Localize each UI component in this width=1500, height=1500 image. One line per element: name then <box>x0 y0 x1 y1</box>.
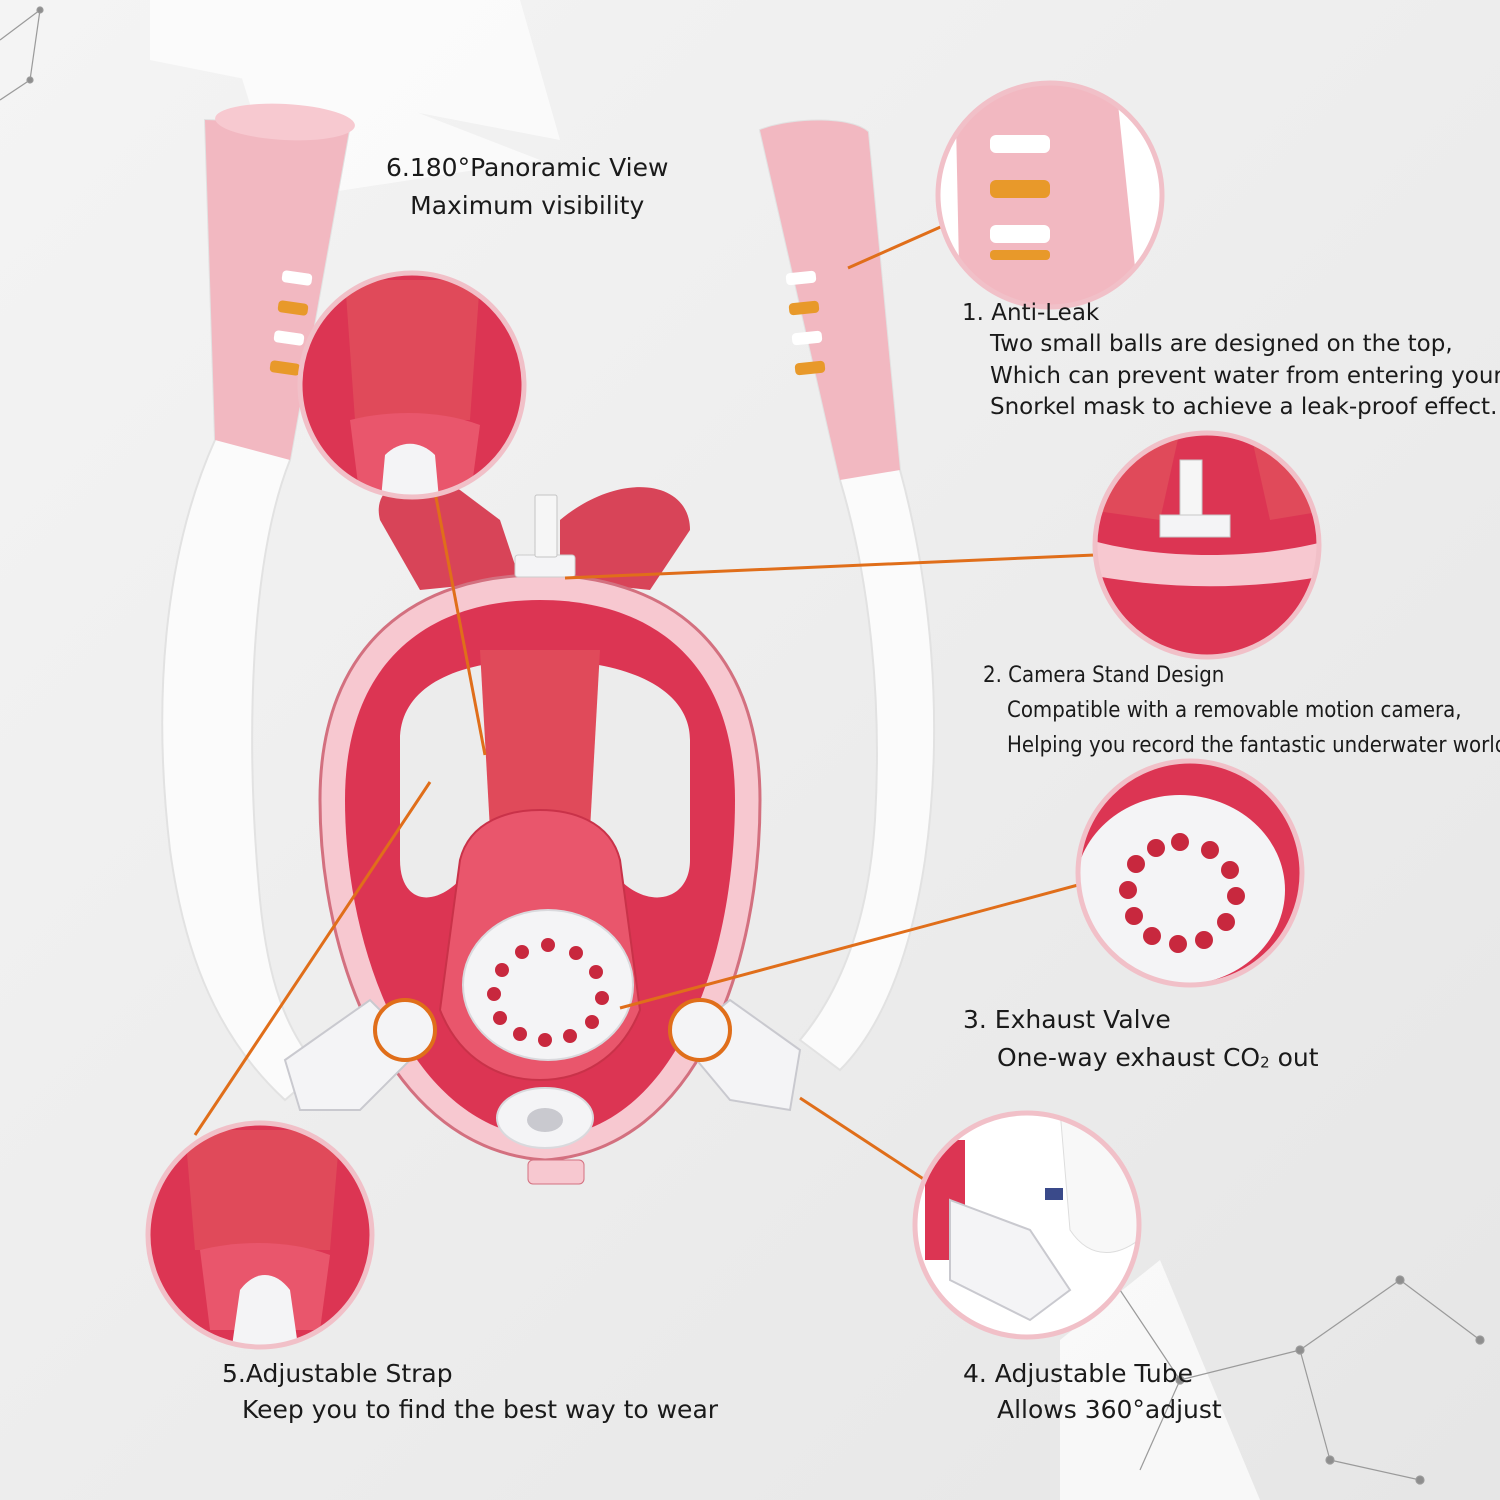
adjustable-strap-desc: Keep you to find the best way to wear <box>242 1395 719 1424</box>
left-tube-joint <box>283 998 437 1111</box>
camera-mount <box>514 554 576 578</box>
adjustable-tube-label: 4. Adjustable Tube Allows 360°adjust <box>963 1358 1222 1426</box>
camera-stand-label: 2. Camera Stand Design Compatible with a… <box>983 658 1500 764</box>
camera-stand-desc-line: Helping you record the fantastic underwa… <box>1007 733 1500 759</box>
panoramic-view-title: 6.180°Panoramic View <box>386 153 669 182</box>
adjustable-tube-desc: Allows 360°adjust <box>997 1395 1222 1424</box>
head-strap <box>378 480 520 590</box>
panoramic-view-label: 6.180°Panoramic View Maximum visibility <box>386 152 668 222</box>
anti-leak-title: 1. Anti-Leak <box>962 300 1100 326</box>
adjustable-strap-label: 5.Adjustable Strap Keep you to find the … <box>222 1358 718 1426</box>
exhaust-desc-subscript: 2 <box>1260 1053 1270 1072</box>
snorkel-tube-top-icon <box>935 80 1165 310</box>
right-snorkel-tube <box>758 119 936 1072</box>
exhaust-desc-prefix: One-way exhaust CO <box>997 1043 1261 1072</box>
exhaust-desc-suffix: out <box>1269 1043 1319 1072</box>
exhaust-valve-desc: One-way exhaust CO2 out <box>963 1042 1319 1074</box>
anti-leak-desc-line: Two small balls are designed on the top, <box>990 331 1453 358</box>
callout-lines <box>193 223 1096 1182</box>
head-strap-icon <box>145 1120 375 1350</box>
network-pattern <box>0 6 1485 1485</box>
exhaust-valve-icon <box>1075 758 1305 988</box>
right-tube-joint <box>668 998 802 1112</box>
panoramic-view-desc: Maximum visibility <box>410 191 645 220</box>
anti-leak-label: 1. Anti-Leak Two small balls are designe… <box>962 298 1500 423</box>
valve-holes <box>487 938 609 1047</box>
camera-stand-title: 2. Camera Stand Design <box>983 663 1225 688</box>
anti-leak-desc-line: Which can prevent water from entering yo… <box>990 362 1500 389</box>
exhaust-valve-title: 3. Exhaust Valve <box>963 1005 1171 1034</box>
camera-mount-icon <box>1092 430 1322 660</box>
exhaust-valve-label: 3. Exhaust Valve One-way exhaust CO2 out <box>963 1004 1319 1074</box>
adjustable-tube-title: 4. Adjustable Tube <box>963 1359 1193 1388</box>
adjustable-strap-title: 5.Adjustable Strap <box>222 1359 453 1388</box>
camera-stand-desc-line: Compatible with a removable motion camer… <box>1007 698 1462 724</box>
anti-leak-desc-line: Snorkel mask to achieve a leak-proof eff… <box>990 393 1498 420</box>
panoramic-window-icon <box>297 270 527 500</box>
